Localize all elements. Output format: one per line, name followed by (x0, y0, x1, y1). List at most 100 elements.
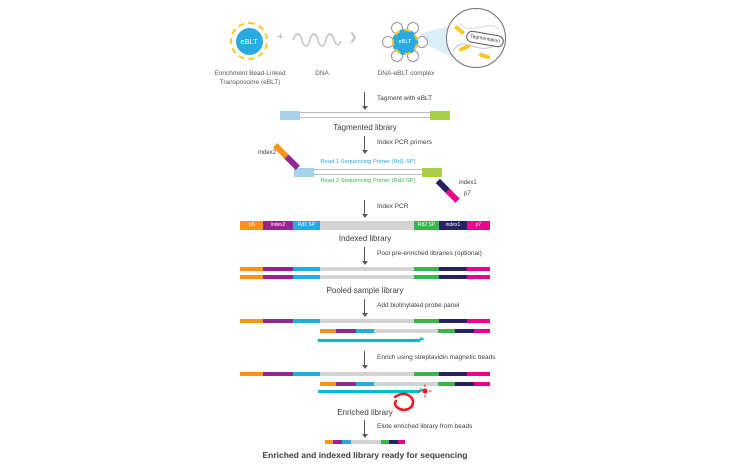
segment-Rd2 SP (438, 329, 456, 333)
final-stage-label: Enriched and indexed library ready for s… (262, 450, 468, 460)
eblt-caption: Enrichment Bead-Linked Transposome (eBLT… (192, 70, 308, 88)
segment-Rd2 SP (413, 275, 440, 279)
segment-insert (374, 382, 439, 386)
step-label-index-primers: Index PCR primers (377, 139, 432, 146)
eblt-bead-label: eBLT (235, 27, 263, 55)
segment-Rd1 SP (292, 372, 321, 376)
segment-index1 (455, 382, 475, 386)
segment-p7 (397, 440, 405, 444)
bead-hook-icon (393, 392, 415, 412)
segment-p7 (474, 382, 490, 386)
segment-index1 (388, 440, 398, 444)
probe-library-bar-1 (240, 319, 490, 323)
pooled-library-bar-2 (240, 275, 490, 279)
segment-index1: index1 (439, 221, 467, 230)
adapter-green-block (430, 111, 450, 120)
segment-index2 (263, 319, 293, 323)
segment-Rd2 SP (413, 372, 440, 376)
segment-p5: p5 (240, 221, 264, 230)
segment-Rd2 SP (413, 319, 440, 323)
adapter-blue-block (280, 111, 300, 120)
rd1-primer-label: Read 1 Sequencing Primer (Rd1 SP) (320, 159, 416, 165)
segment-p5 (320, 382, 336, 386)
segment-index1 (455, 329, 475, 333)
segment-Rd1 SP: Rd1 SP (292, 221, 321, 230)
segment-p7 (466, 372, 490, 376)
plus-icon: + (277, 31, 284, 43)
segment-Rd2 SP: Rd2 SP (413, 221, 440, 230)
segment-index2 (263, 267, 293, 271)
segment-index2 (335, 329, 356, 333)
dna-eblt-complex: eBLT (382, 19, 428, 65)
segment-p7: p7 (466, 221, 490, 230)
pooled-library-bar-1 (240, 267, 490, 271)
segment-Rd2 SP (380, 440, 389, 444)
stage-pooled-library: Pooled sample library (326, 286, 404, 295)
stage-indexed-library: Indexed library (338, 234, 392, 243)
primer-template-bar (294, 168, 442, 177)
segment-p7 (466, 267, 490, 271)
step-label-probe: Add biotinylated probe panel (377, 302, 460, 309)
segment-insert (320, 372, 414, 376)
magnetic-bead-icon (418, 384, 432, 398)
segment-index1 (439, 319, 467, 323)
step-arrow-index-primers (361, 136, 368, 154)
step-label-tagment: Tagment with eBLT (377, 95, 433, 102)
segment-Rd1 SP (355, 329, 375, 333)
step-arrow-probe (361, 299, 368, 317)
segment-index1 (439, 275, 467, 279)
segment-index2 (332, 440, 342, 444)
complex-eblt-label: eBLT (392, 29, 418, 55)
segment-index2: index2 (263, 221, 293, 230)
chevron-right-icon: ❯ (349, 32, 358, 43)
step-label-enrich: Enrich using streptavidin magnetic beads (377, 354, 496, 361)
p7-ribbon-segment (445, 188, 460, 203)
step-arrow-enrich (361, 351, 368, 369)
step-arrow-tagment (361, 92, 368, 110)
segment-index1 (439, 267, 467, 271)
enrich-library-bar-2 (320, 382, 490, 386)
eblt-caption-line2: Transposome (eBLT) (219, 78, 281, 86)
segment-p5 (320, 329, 336, 333)
adapter-green-block (422, 168, 442, 177)
segment-p5 (240, 319, 264, 323)
segment-p7 (474, 329, 490, 333)
segment-Rd2 SP (413, 267, 440, 271)
segment-insert (350, 440, 381, 444)
segment-Rd1 SP (292, 267, 321, 271)
segment-Rd1 SP (355, 382, 375, 386)
p7-label: p7 (464, 191, 471, 197)
index2-label: Index2 (257, 150, 276, 156)
segment-index1 (439, 372, 467, 376)
step-label-pool: Pool pre-enriched libraries (optional) (377, 250, 482, 257)
step-arrow-elute (361, 420, 368, 438)
segment-Rd1 SP (341, 440, 351, 444)
step-label-index-pcr: Index PCR (377, 203, 409, 210)
segment-insert (320, 275, 414, 279)
dna-squiggle-icon (292, 33, 342, 47)
segment-insert (320, 221, 414, 230)
enrich-library-bar-1 (240, 372, 490, 376)
tagmentation-magnifier: Tagmentation (446, 8, 506, 68)
segment-p5 (240, 275, 264, 279)
complex-caption: DNA-eBLT complex (377, 70, 435, 77)
segment-index2 (335, 382, 356, 386)
segment-p5 (325, 440, 333, 444)
segment-p5 (240, 267, 264, 271)
rd2-primer-label: Read 2 Sequencing Primer (Rd2 SP) (320, 178, 416, 184)
tagmented-library-bar (280, 111, 450, 120)
eluted-library-bar (325, 440, 405, 444)
dna-caption: DNA (315, 70, 329, 77)
adapter-blue-block (294, 168, 314, 177)
segment-Rd1 SP (292, 319, 321, 323)
segment-p7 (466, 275, 490, 279)
eblt-bead: eBLT (230, 22, 268, 60)
step-arrow-index-pcr (361, 200, 368, 218)
stage-tagmented-library: Tagmented library (333, 123, 397, 132)
stage-enriched-library: Enriched library (337, 408, 393, 417)
segment-index2 (263, 275, 293, 279)
segment-p5 (240, 372, 264, 376)
index1-label: index1 (459, 180, 477, 186)
biotinylated-probe-line (318, 337, 425, 342)
